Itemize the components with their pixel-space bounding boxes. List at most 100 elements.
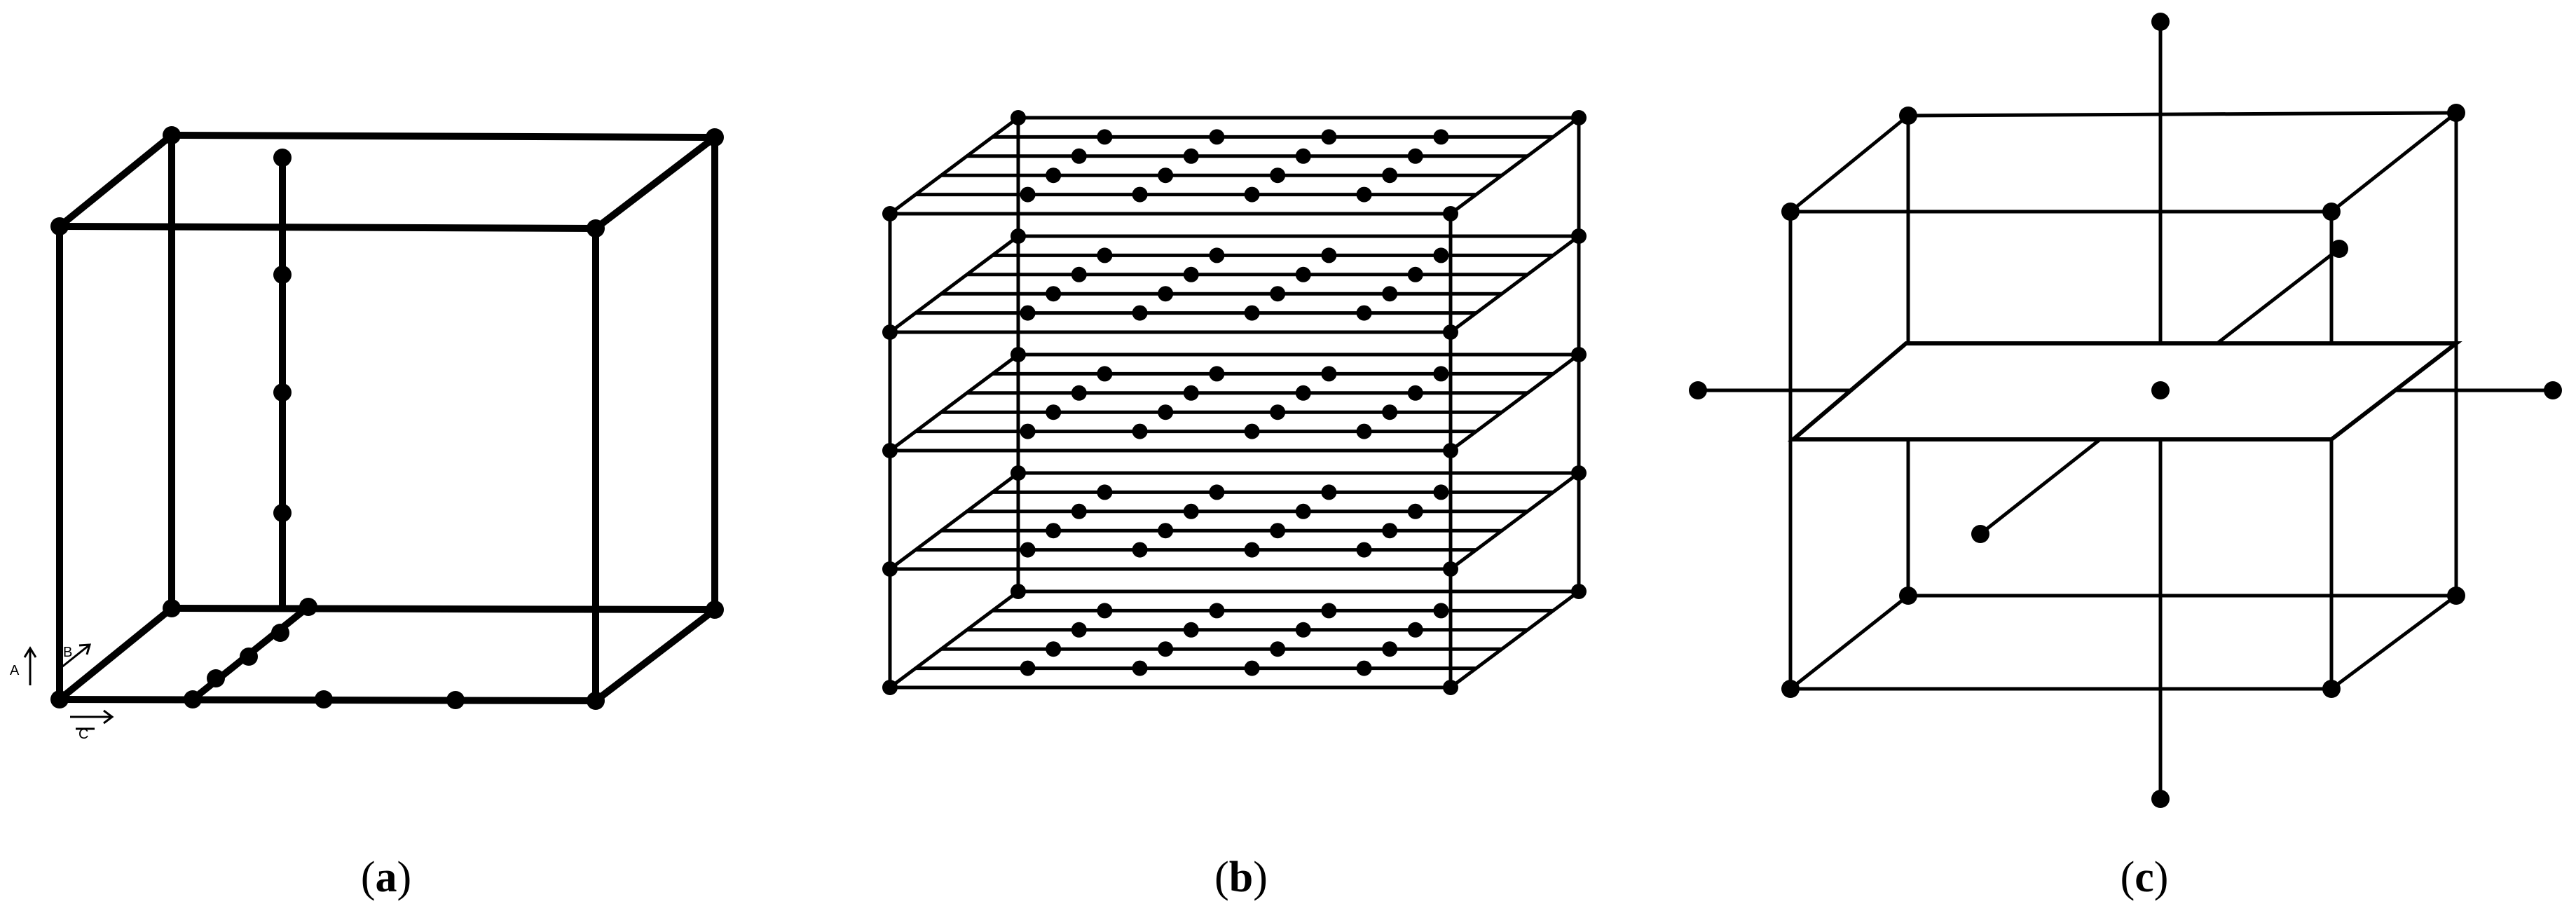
axis-b-arrow-icon (61, 643, 90, 669)
panel-b-fiber-node (1046, 641, 1062, 657)
panel-b-fiber-node (1158, 523, 1174, 539)
axis-b-label: B (63, 645, 72, 660)
panel-b-layer-edge (1449, 471, 1580, 571)
panel-b-fiber-node (1270, 404, 1286, 420)
panel-b-fiber-node (1132, 423, 1148, 439)
panel-b-fiber-node (1356, 423, 1372, 439)
panel-b-fiber-node (1158, 641, 1174, 657)
panel-a-unidirectional-fiber-cell (56, 132, 718, 704)
panel-c-axis-end-node (2330, 240, 2348, 258)
panel-c-corner-node (2322, 203, 2341, 221)
panel-b-fiber-node (1097, 603, 1113, 619)
axis-a-arrowhead-icon (23, 646, 37, 658)
panel-c-center-node (2151, 381, 2170, 399)
panel-b-fiber-node (1046, 404, 1062, 420)
panel-b-fiber-node (1407, 266, 1423, 282)
axis-a-label: A (10, 663, 20, 678)
panel-a-depth-fiber-node (207, 669, 225, 687)
panel-b-fiber-node (1407, 385, 1423, 401)
panel-a-axis-triad (23, 643, 114, 730)
panel-b-layer-edge (889, 471, 1020, 571)
panel-c-caption: (c) (2121, 854, 2169, 901)
panel-b-fiber-node (1321, 366, 1337, 382)
panel-b-corner-node (1443, 680, 1458, 695)
panel-b-fiber-node (1209, 603, 1225, 619)
panel-c-edge (1906, 111, 2458, 118)
panel-b-fiber-node (1382, 641, 1398, 657)
panel-b-corner-node (882, 206, 898, 221)
panel-c-corner-node (2447, 104, 2465, 122)
panel-b-fiber-node (1020, 423, 1036, 439)
panel-b-fiber-node (1183, 266, 1199, 282)
panel-b-layer-edge (889, 589, 1020, 690)
panel-b-fiber-node (1158, 286, 1174, 302)
panel-b-corner-node (1010, 465, 1026, 481)
panel-b-corner-node (1010, 228, 1026, 244)
panel-b-corner-node (882, 680, 898, 695)
axis-c-label: C (78, 727, 88, 742)
panel-b-fiber-node (1097, 247, 1113, 263)
panel-a-edge (592, 134, 718, 232)
panel-b-fiber-node (1433, 484, 1449, 500)
panel-b-fiber-node (1132, 542, 1148, 558)
panel-b-fiber-node (1132, 305, 1148, 321)
panel-b-caption: (b) (1214, 854, 1268, 901)
panel-c-edge (2329, 111, 2458, 214)
panel-b-fiber-node (1132, 660, 1148, 676)
panel-b-layer-edge (1449, 589, 1580, 690)
panel-a-depth-fiber-node (299, 598, 317, 616)
panel-b-corner-node (1010, 584, 1026, 599)
panel-a-corner-node (163, 599, 181, 617)
panel-a-depth-fiber-node (240, 648, 258, 666)
panel-b-fiber-node (1382, 404, 1398, 420)
panel-b-layer-edge (889, 116, 1020, 216)
panel-b-corner-node (882, 324, 898, 340)
panel-b-fiber-node (1321, 247, 1337, 263)
panel-b-layered-fiber-cell (882, 110, 1587, 695)
panel-b-fiber-node (1071, 503, 1087, 519)
panel-a-corner-node (706, 128, 724, 146)
panel-a-edge (592, 606, 718, 704)
panel-b-fiber-node (1046, 523, 1062, 539)
panel-b-fiber-node (1020, 186, 1036, 203)
panel-b-fiber-node (1158, 404, 1174, 420)
panel-b-fiber-node (1382, 286, 1398, 302)
panel-b-fiber-node (1382, 523, 1398, 539)
panel-b-corner-node (882, 561, 898, 577)
panel-b-fiber-node (1407, 148, 1423, 164)
panel-b-fiber-node (1097, 484, 1113, 500)
panel-b-fiber-node (1020, 542, 1036, 558)
axis-c-arrowhead-icon (103, 709, 114, 725)
panel-a-depth-fiber-node (271, 624, 289, 642)
panel-c-corner-node (2322, 680, 2341, 698)
panel-b-fiber-node (1244, 542, 1260, 558)
panel-b-layer-edge (889, 234, 1020, 334)
panel-c-edge (2329, 594, 2458, 691)
panel-a-corner-node (50, 690, 69, 708)
panel-b-fiber-node (1407, 622, 1423, 638)
panel-b-fiber-node (1382, 167, 1398, 184)
panel-b-layer-edge (1449, 234, 1580, 334)
panel-b-fiber-node (1433, 603, 1449, 619)
panel-c-axis-end-node (1971, 525, 1989, 543)
panel-b-fiber-node (1097, 366, 1113, 382)
panel-a-nodes (50, 126, 724, 710)
panel-b-nodes (882, 110, 1587, 695)
panel-b-corner-node (1010, 347, 1026, 362)
panel-a-edge (168, 132, 718, 141)
panel-b-fiber-node (1356, 660, 1372, 676)
panel-b-fiber-node (1046, 167, 1062, 184)
panel-b-fiber-node (1244, 423, 1260, 439)
panel-c-corner-node (1899, 107, 1917, 125)
axis-b-arrowhead-icon (78, 643, 92, 655)
panel-b-fiber-node (1244, 305, 1260, 321)
panel-b-corner-node (1571, 584, 1587, 599)
panel-b-fiber-node (1295, 266, 1311, 282)
panel-b-fiber-node (1356, 542, 1372, 558)
panel-c-axis-end-node (1689, 381, 1707, 399)
panel-b-corner-node (1571, 347, 1587, 362)
panel-a-edge (168, 605, 718, 613)
panel-a-corner-node (706, 601, 724, 619)
panel-b-fiber-node (1270, 523, 1286, 539)
